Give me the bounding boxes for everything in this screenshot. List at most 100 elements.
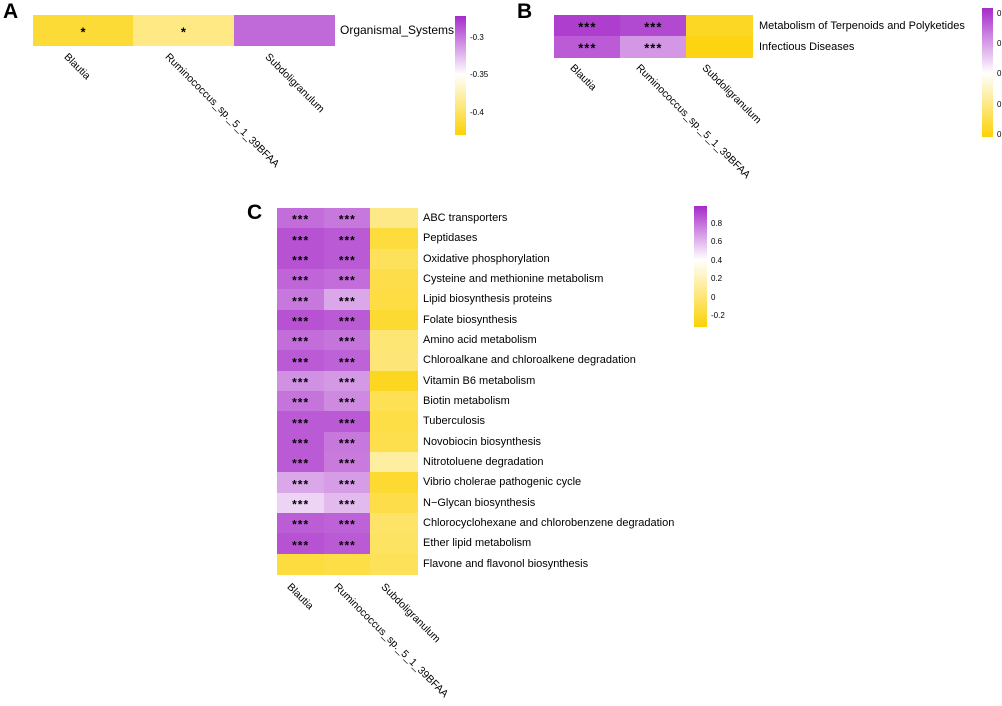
heatmap-cell: [370, 411, 418, 433]
heatmap-cell: [686, 15, 753, 37]
colorbar: [694, 206, 707, 327]
heatmap-cell: [370, 208, 418, 229]
row-label: ABC transporters: [423, 212, 508, 225]
heatmap-cell: ***: [277, 512, 325, 534]
colorbar-tick-label: 0.2: [997, 99, 1002, 109]
significance-stars: ***: [292, 375, 310, 390]
heatmap-cell: ***: [323, 268, 371, 290]
heatmap-cell: [370, 329, 418, 351]
heatmap-cell: ***: [323, 492, 371, 514]
column-label: Blautia: [567, 62, 599, 94]
significance-stars: ***: [292, 233, 310, 248]
row-label: Flavone and flavonol biosynthesis: [423, 557, 589, 570]
significance-stars: ***: [338, 497, 356, 512]
heatmap-cell: ***: [323, 248, 371, 270]
significance-stars: ***: [338, 334, 356, 349]
row-label: Infectious Diseases: [759, 40, 855, 53]
significance-stars: ***: [292, 395, 310, 410]
significance-stars: ***: [292, 497, 310, 512]
row-label: Lipid biosynthesis proteins: [423, 293, 553, 306]
significance-stars: ***: [338, 253, 356, 268]
heatmap-cell: ***: [554, 36, 621, 58]
row-label: Cysteine and methionine metabolism: [423, 273, 604, 286]
significance-stars: ***: [292, 517, 310, 532]
heatmap-cell: [370, 309, 418, 331]
colorbar-tick-label: -0.2: [711, 310, 725, 320]
significance-stars: ***: [292, 436, 310, 451]
heatmap-cell: ***: [277, 472, 325, 494]
heatmap-cell: [370, 492, 418, 514]
heatmap-cell: ***: [277, 289, 325, 311]
heatmap-cell: ***: [554, 15, 621, 37]
row-label: Biotin metabolism: [423, 395, 510, 408]
significance-stars: ***: [292, 212, 310, 227]
heatmap-cell: [370, 289, 418, 311]
heatmap-cell: ***: [277, 309, 325, 331]
colorbar-tick-label: 0.8: [711, 218, 723, 228]
heatmap-cell: [370, 268, 418, 290]
colorbar-tick-label: 0: [997, 129, 1002, 139]
heatmap-cell: ***: [277, 208, 325, 229]
heatmap-cell: ***: [277, 492, 325, 514]
colorbar-tick-label: 0.2: [711, 274, 723, 284]
colorbar-tick-label: 0.4: [711, 255, 723, 265]
row-label: Nitrotoluene degradation: [423, 456, 544, 469]
significance-stars: ***: [338, 314, 356, 329]
colorbar-tick-label: 0.8: [997, 8, 1002, 18]
heatmap-cell: ***: [323, 533, 371, 555]
significance-stars: ***: [578, 40, 597, 56]
significance-stars: ***: [292, 314, 310, 329]
heatmap-cell: *: [33, 15, 134, 46]
colorbar-tick-label: 0.4: [997, 69, 1002, 79]
significance-stars: ***: [338, 477, 356, 492]
row-label: Oxidative phosphorylation: [423, 252, 550, 265]
heatmap-cell: ***: [277, 431, 325, 453]
heatmap-cell: ***: [323, 370, 371, 392]
panel-label-b: B: [517, 0, 533, 23]
heatmap-cell: [370, 350, 418, 372]
significance-stars: ***: [292, 334, 310, 349]
row-label: Tuberculosis: [423, 415, 485, 428]
heatmap-cell: ***: [277, 228, 325, 250]
heatmap-cell: [370, 431, 418, 453]
heatmap-cell: ***: [277, 451, 325, 473]
column-label: Blautia: [284, 580, 317, 613]
heatmap-cell: ***: [323, 512, 371, 534]
significance-stars: ***: [578, 19, 597, 35]
significance-stars: ***: [644, 40, 663, 56]
colorbar: [455, 16, 466, 135]
heatmap-cell: ***: [323, 329, 371, 351]
heatmap-cell: ***: [323, 451, 371, 473]
heatmap-cell: ***: [323, 228, 371, 250]
row-label: Ether lipid metabolism: [423, 537, 532, 550]
heatmap-cell: [686, 36, 753, 58]
heatmap-cell: [370, 228, 418, 250]
colorbar-tick-label: -0.3: [470, 32, 484, 42]
colorbar-tick-label: 0.6: [711, 237, 723, 247]
panel-label-a: A: [3, 0, 19, 23]
heatmap-cell: ***: [323, 431, 371, 453]
column-label: Blautia: [61, 51, 93, 83]
heatmap-cell: [370, 451, 418, 473]
heatmap-cell: ***: [620, 36, 687, 58]
heatmap-cell: ***: [277, 329, 325, 351]
row-label: Vitamin B6 metabolism: [423, 374, 536, 387]
colorbar-tick-label: 0.6: [997, 38, 1002, 48]
heatmap-cell: ***: [323, 350, 371, 372]
significance-stars: ***: [292, 538, 310, 553]
heatmap-cell: [370, 533, 418, 555]
colorbar: [982, 8, 993, 137]
significance-stars: *: [180, 24, 187, 40]
colorbar-tick-label: -0.35: [470, 70, 489, 80]
heatmap-cell: ***: [323, 208, 371, 229]
row-label: Chlorocyclohexane and chlorobenzene degr…: [423, 517, 675, 530]
column-label: Ruminococcus_sp._5_1_39BFAA: [633, 62, 753, 182]
heatmap-cell: [370, 390, 418, 412]
column-label: Ruminococcus_sp._5_1_39BFAA: [162, 51, 282, 171]
significance-stars: ***: [338, 375, 356, 390]
heatmap-cell: ***: [323, 390, 371, 412]
significance-stars: ***: [292, 273, 310, 288]
heatmap-cell: ***: [277, 268, 325, 290]
significance-stars: ***: [338, 294, 356, 309]
